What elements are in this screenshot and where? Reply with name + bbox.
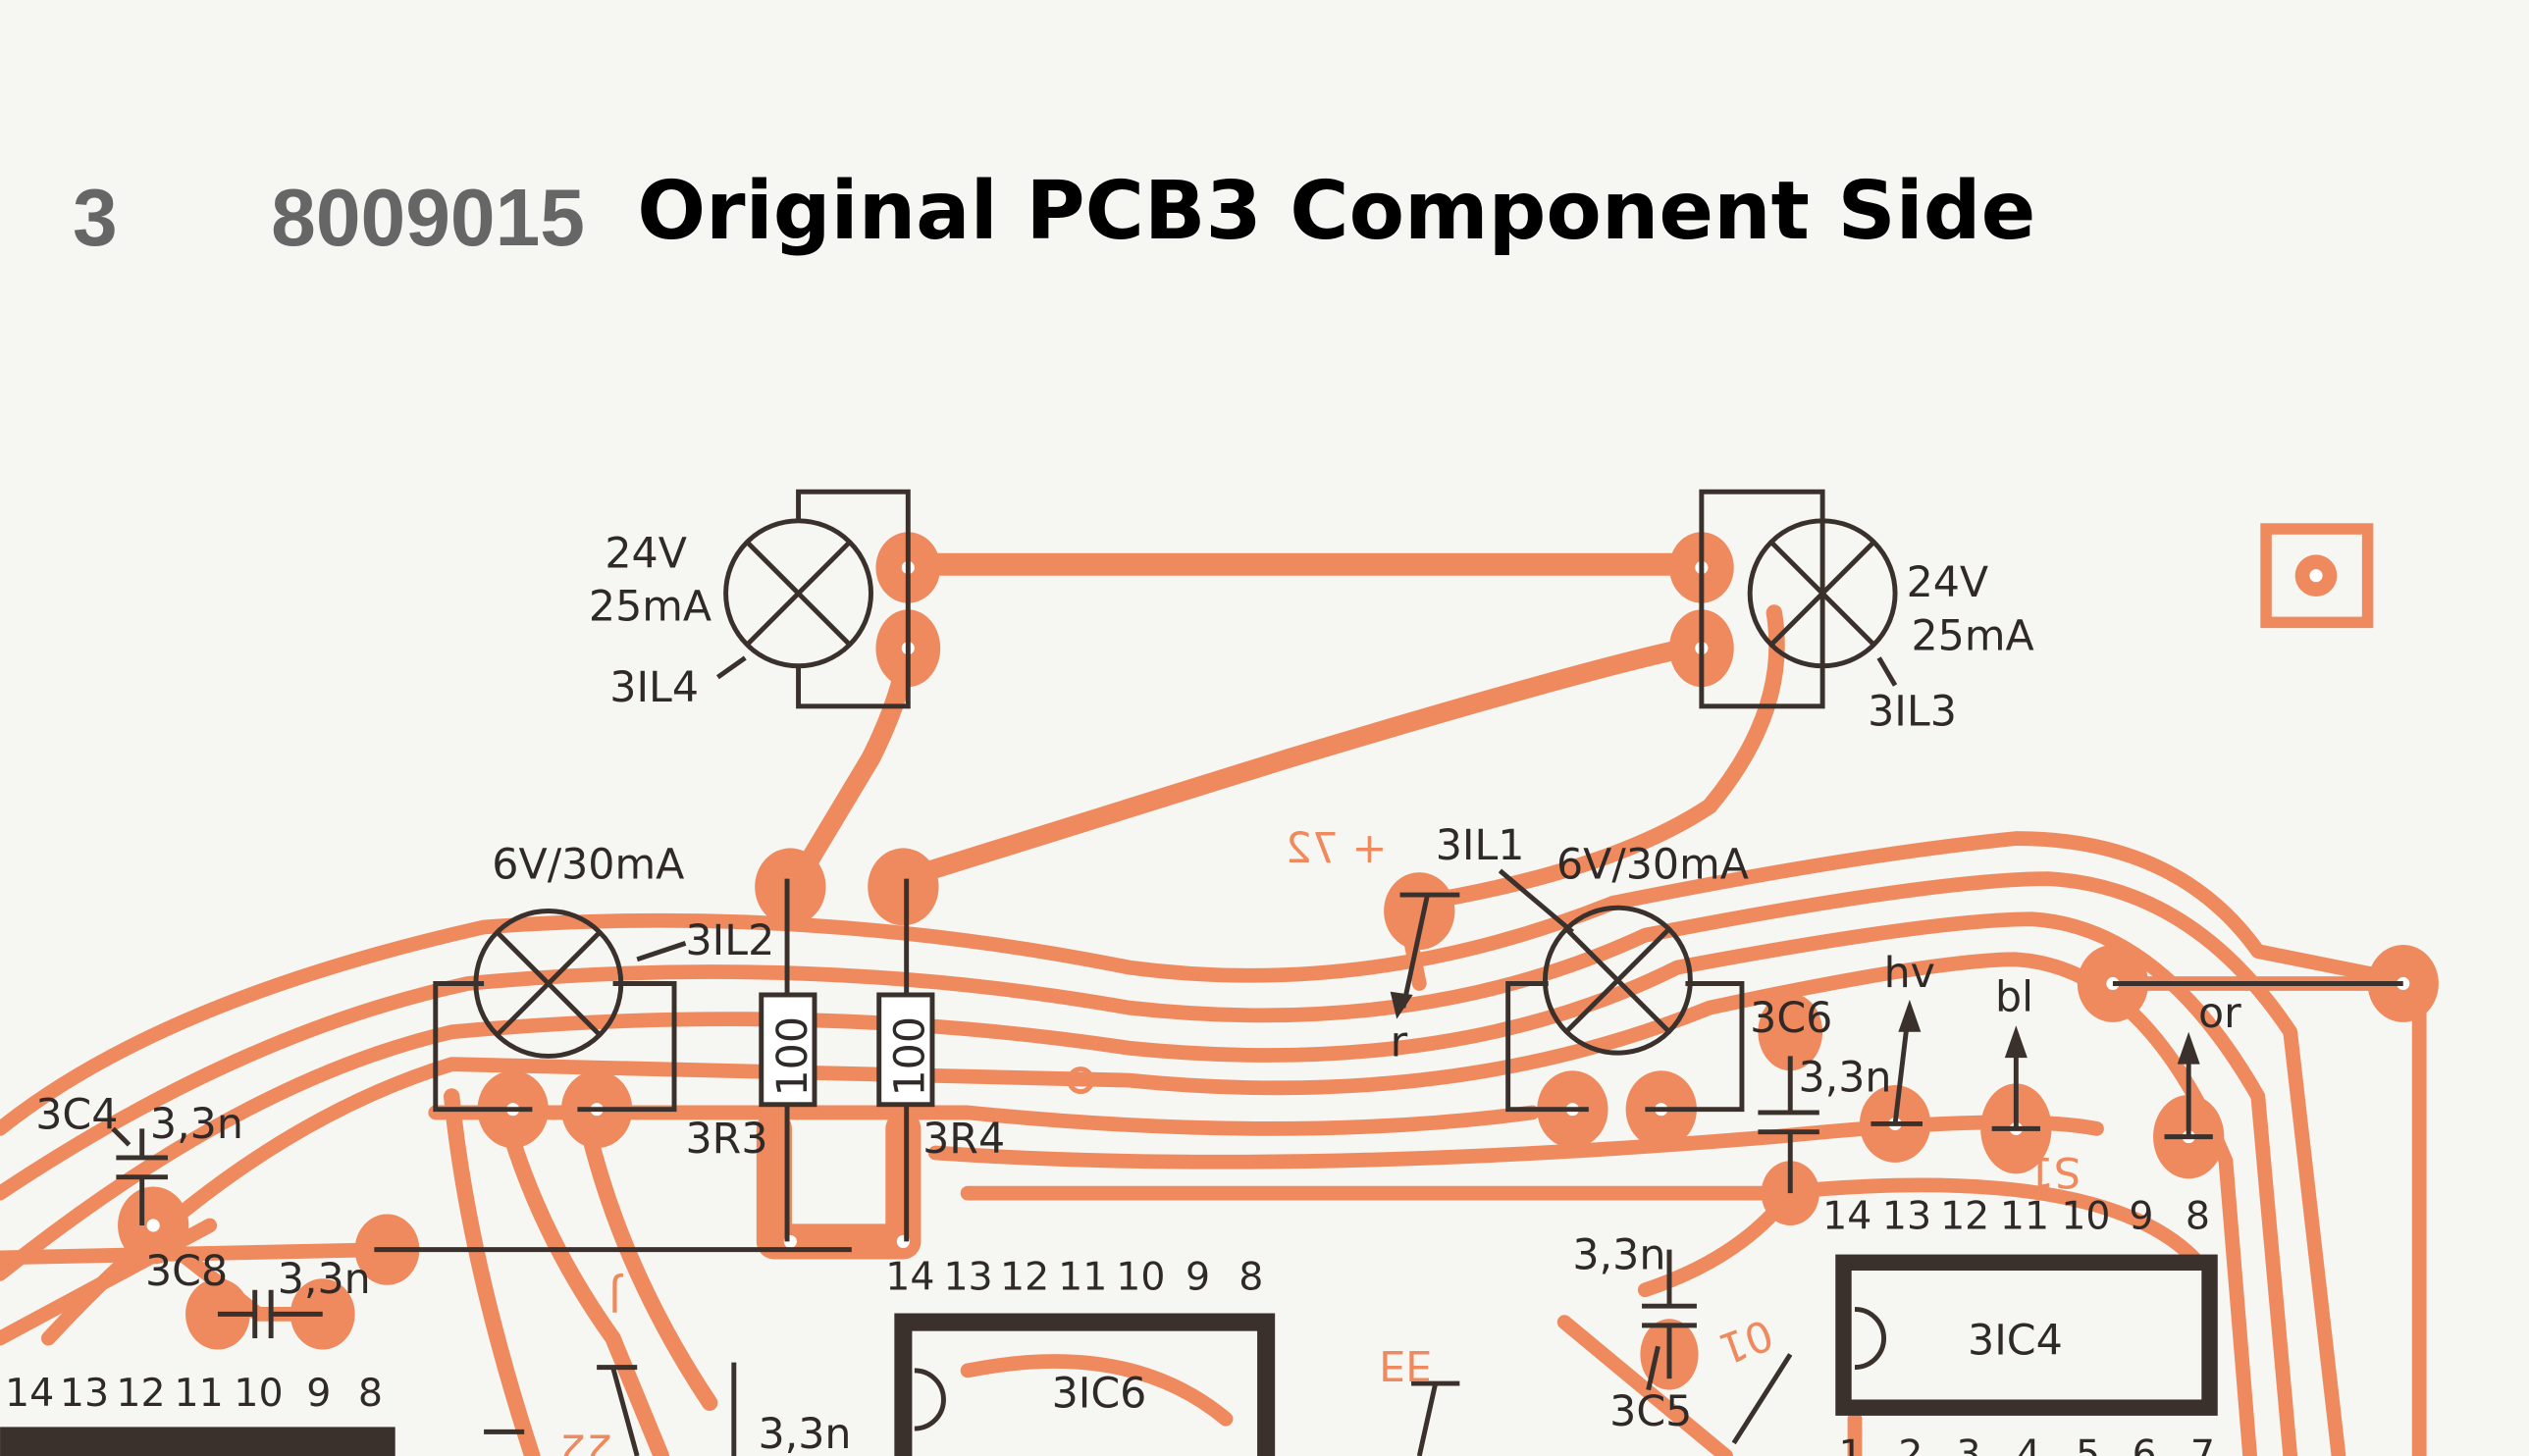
svg-text:11: 11 (1058, 1255, 1107, 1300)
svg-text:3,3n: 3,3n (1798, 1054, 1891, 1103)
svg-text:J: J (608, 1272, 624, 1321)
svg-text:12: 12 (1940, 1193, 1989, 1238)
svg-text:24V: 24V (605, 529, 687, 578)
svg-text:100: 100 (768, 1016, 817, 1097)
svg-text:22: 22 (559, 1425, 612, 1456)
svg-text:14: 14 (885, 1255, 934, 1300)
svg-text:3IL1: 3IL1 (1436, 821, 1525, 870)
svg-text:3IL2: 3IL2 (686, 916, 775, 965)
capacitor-3C5: 3,3n 3C5 (1572, 1230, 1697, 1436)
svg-text:3,3n: 3,3n (1572, 1230, 1665, 1279)
svg-text:13: 13 (60, 1371, 109, 1416)
lamp-3IL2: 6V/30mA 3IL2 (433, 841, 775, 1113)
page-number: 3 (73, 174, 118, 263)
svg-text:11: 11 (2000, 1193, 2049, 1238)
svg-text:12: 12 (1000, 1255, 1049, 1300)
wire-label-or: or (2198, 989, 2241, 1038)
svg-text:3IL4: 3IL4 (609, 663, 699, 712)
square-pad (2260, 523, 2374, 629)
svg-text:6V/30mA: 6V/30mA (1556, 841, 1749, 890)
svg-text:10: 10 (234, 1371, 283, 1416)
svg-text:3IL3: 3IL3 (1868, 688, 1957, 737)
svg-text:3C5: 3C5 (1609, 1387, 1692, 1436)
svg-text:3C8: 3C8 (145, 1247, 228, 1296)
svg-text:4: 4 (2016, 1432, 2040, 1456)
svg-text:14: 14 (1822, 1193, 1871, 1238)
svg-text:01: 01 (1712, 1309, 1779, 1374)
svg-text:6V/30mA: 6V/30mA (492, 841, 684, 890)
svg-text:3: 3 (1957, 1432, 1981, 1456)
jumpers (374, 892, 2403, 1456)
svg-text:14: 14 (5, 1371, 54, 1416)
ic-3IC4: 3IC4 (1835, 1254, 2218, 1416)
svg-text:3C6: 3C6 (1750, 994, 1832, 1043)
wire-label-hv: hv (1884, 949, 1935, 998)
svg-text:25mA: 25mA (1912, 611, 2034, 660)
wire-label-bl: bl (1995, 972, 2033, 1021)
svg-text:3C4: 3C4 (35, 1090, 118, 1139)
svg-text:9: 9 (1185, 1255, 1210, 1300)
svg-text:7: 7 (2190, 1432, 2215, 1456)
ic-left-body (0, 1427, 395, 1456)
lamp-3IL3: 24V 25mA 3IL3 (1699, 489, 2034, 737)
svg-text:9: 9 (2129, 1193, 2153, 1238)
svg-text:24V: 24V (1907, 558, 1989, 607)
svg-text:2: 2 (1898, 1432, 1923, 1456)
svg-text:8: 8 (2186, 1193, 2210, 1238)
svg-text:3R4: 3R4 (922, 1115, 1005, 1164)
svg-text:12: 12 (116, 1371, 165, 1416)
resistor-3R4: 100 3R4 (876, 878, 1005, 1242)
svg-text:8: 8 (1238, 1255, 1263, 1300)
svg-text:3IC6: 3IC6 (1052, 1370, 1147, 1419)
svg-text:8: 8 (358, 1371, 383, 1416)
capacitor-3C8: 3C8 3,3n (145, 1247, 371, 1339)
svg-text:100: 100 (886, 1016, 935, 1097)
resistor-3R3: 100 3R3 (686, 878, 817, 1242)
svg-text:3,3n: 3,3n (278, 1255, 371, 1304)
svg-text:11: 11 (175, 1371, 224, 1416)
svg-text:S1: S1 (2028, 1147, 2081, 1196)
svg-text:3IC4: 3IC4 (1968, 1316, 2063, 1365)
svg-text:+ 72: + 72 (1286, 824, 1388, 873)
svg-text:25mA: 25mA (589, 583, 711, 632)
document-number: 8009015 (271, 174, 585, 263)
svg-text:13: 13 (1882, 1193, 1931, 1238)
lamp-3IL1: 3IL1 6V/30mA (1436, 821, 1749, 1113)
svg-text:EE: EE (1379, 1340, 1432, 1389)
svg-text:5: 5 (2076, 1432, 2100, 1456)
ic-3IC6: 3IC6 (894, 1313, 1276, 1456)
svg-text:10: 10 (2061, 1193, 2110, 1238)
svg-text:9: 9 (306, 1371, 331, 1416)
capacitor-3C4: 3C4 3,3n (35, 1090, 243, 1225)
svg-text:3R3: 3R3 (686, 1115, 768, 1164)
svg-text:10: 10 (1116, 1255, 1165, 1300)
svg-text:13: 13 (943, 1255, 992, 1300)
svg-text:1: 1 (1839, 1432, 1864, 1456)
capacitor-value-bottom: 3,3n (758, 1410, 851, 1456)
svg-text:6: 6 (2133, 1432, 2157, 1456)
wire-label-r: r (1391, 1017, 1408, 1066)
svg-text:3,3n: 3,3n (150, 1100, 243, 1149)
capacitor-3C6: 3C6 3,3n (1750, 994, 1891, 1194)
page-title: Original PCB3 Component Side (637, 165, 2035, 258)
lamp-3IL4: 24V 25mA 3IL4 (589, 489, 911, 712)
